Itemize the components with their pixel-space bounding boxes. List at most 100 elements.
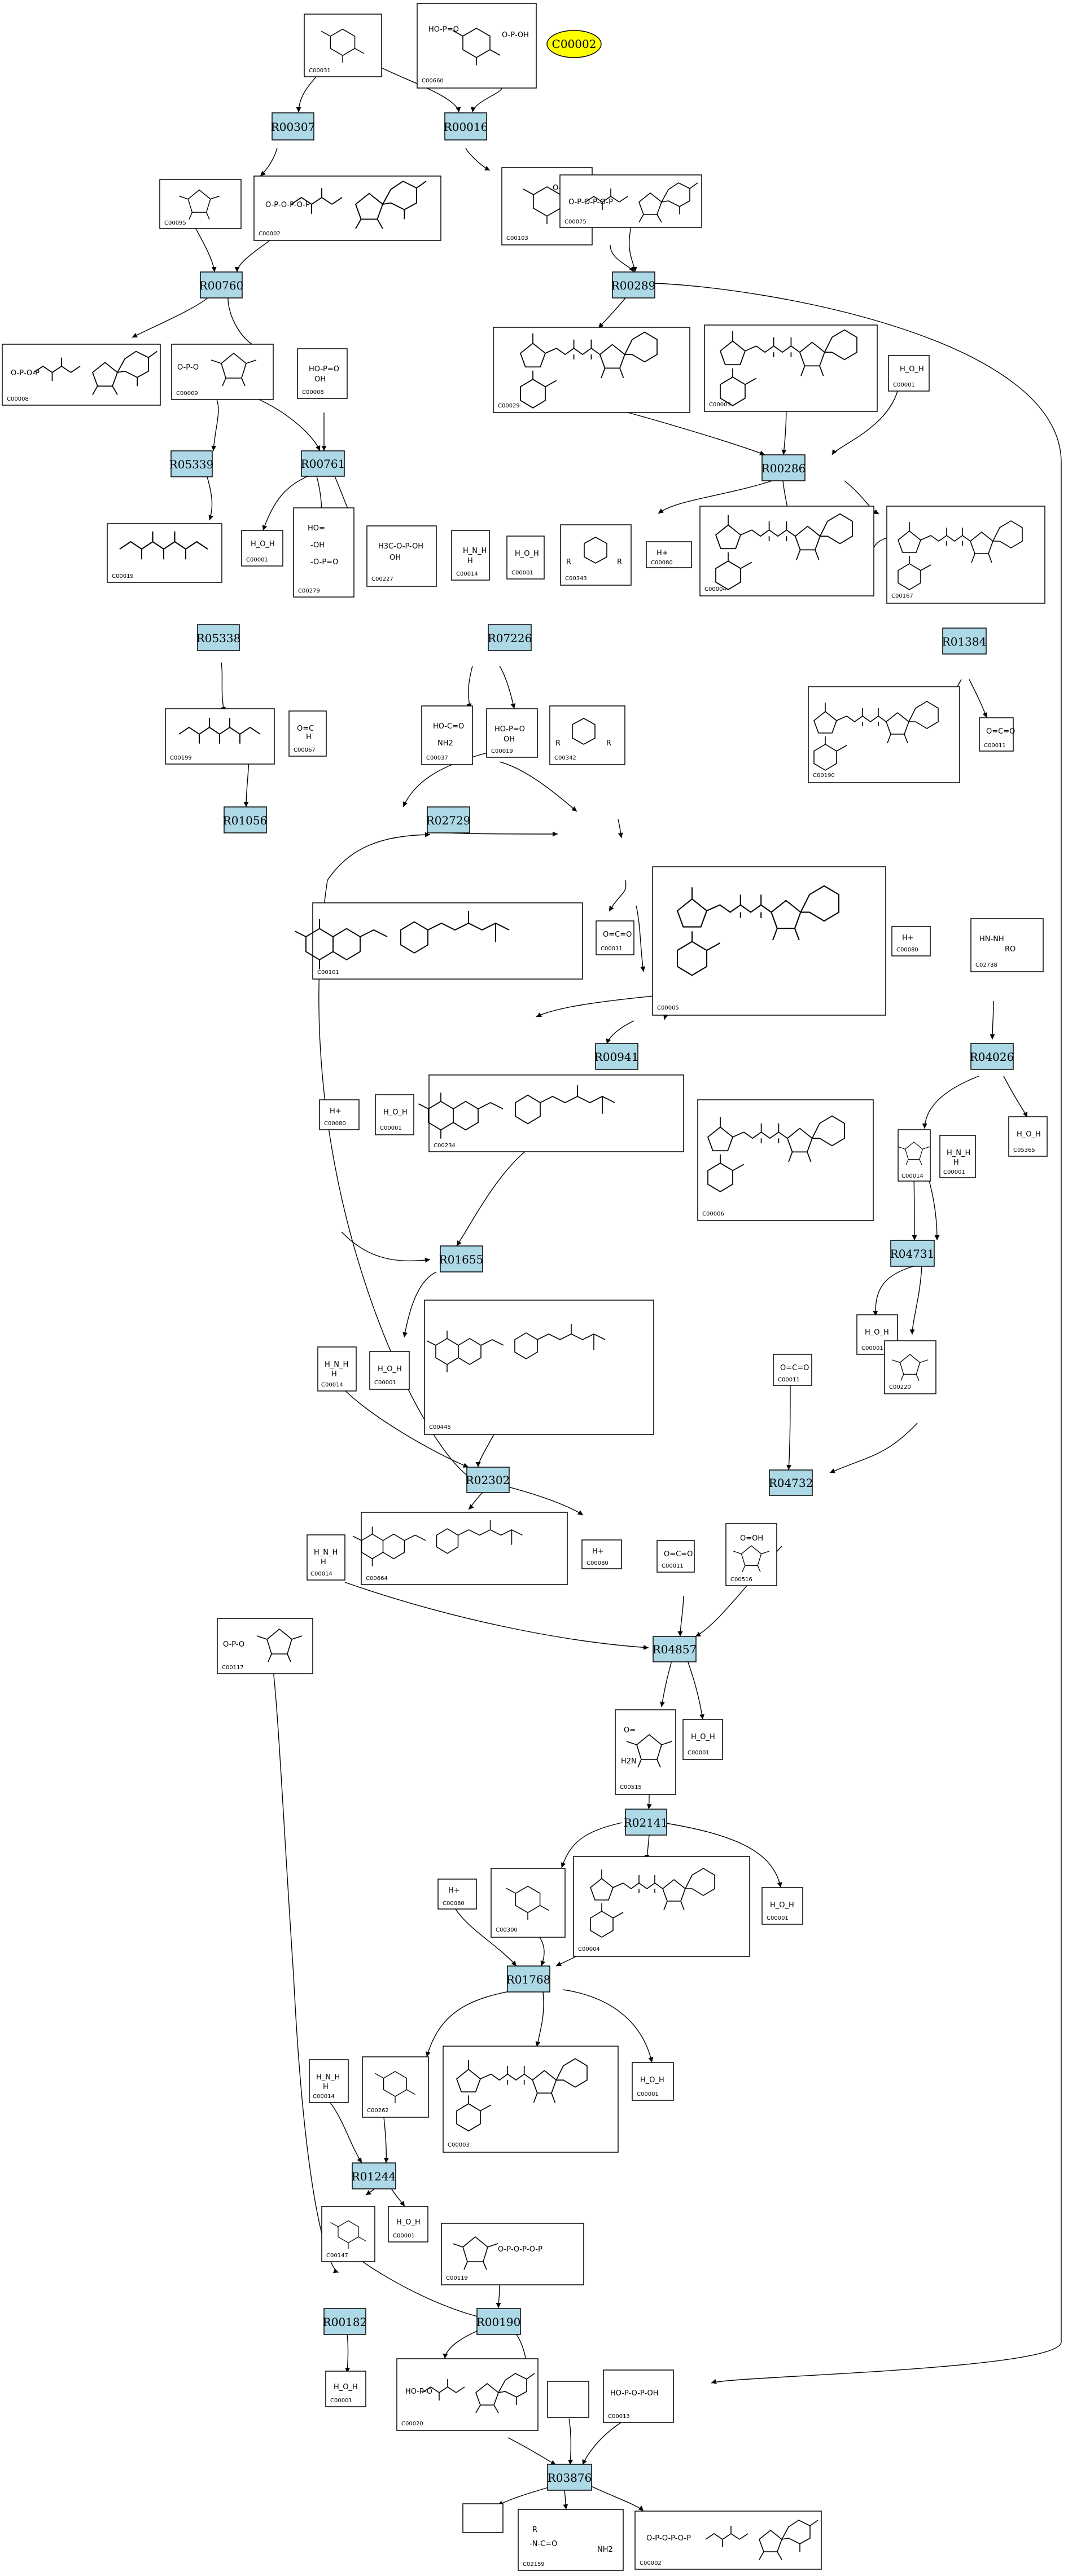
compound-node[interactable]: C00190 [808,686,960,783]
reaction-node[interactable]: R00286 [761,454,806,481]
compound-node[interactable]: C00234 [418,1074,684,1152]
reaction-node[interactable]: R00182 [323,2308,367,2335]
reaction-node[interactable]: R01244 [352,2162,396,2189]
compound-node[interactable]: C00003 [704,324,878,412]
reaction-node[interactable]: R00190 [476,2308,521,2335]
reaction-node[interactable]: R05339 [169,450,214,477]
svg-text:H2N: H2N [621,1757,637,1766]
edge [603,406,765,455]
compound-node[interactable]: H+C00080 [319,1099,360,1130]
compound-node[interactable]: C00029 [493,327,690,413]
compound-node[interactable]: C00445 [424,1300,654,1435]
compound-node[interactable]: C00664 [352,1512,568,1585]
reaction-node[interactable]: R01655 [439,1245,484,1272]
edge [563,1989,654,2063]
compound-node[interactable]: C00003 [443,2046,619,2153]
reaction-node[interactable]: R00760 [199,271,244,299]
reaction-node[interactable]: R03876 [547,2464,592,2491]
reaction-node[interactable]: R00761 [301,450,345,477]
compound-id: C00019 [112,573,134,580]
compound-node[interactable]: C00220 [884,1340,936,1394]
reaction-node[interactable]: R04857 [653,1636,697,1662]
compound-node[interactable]: C00014 [898,1129,931,1182]
reaction-node[interactable]: R02141 [624,1809,668,1836]
reaction-node[interactable]: R04731 [890,1240,935,1267]
compound-node[interactable]: C00300 [491,1868,566,1938]
compound-node[interactable]: C00004 [573,1856,750,1957]
compound-node[interactable]: C00006 [697,1099,874,1221]
reaction-node[interactable]: R04026 [970,1043,1014,1070]
compound-node[interactable]: H+C00080 [891,926,931,956]
compound-node[interactable]: C00167 [886,506,1045,604]
compound-node[interactable]: H+C00080 [437,1879,477,1910]
compound-node[interactable]: H+C00080 [646,541,692,568]
reaction-node[interactable]: R00016 [444,112,488,141]
compound-node[interactable]: C00031 [304,14,382,77]
reaction-node[interactable]: R00307 [271,112,316,141]
compound-node[interactable]: C00019 [107,523,222,583]
compound-node[interactable]: C00262 [362,2056,429,2118]
compound-node[interactable]: C00095 [159,179,242,229]
reaction-node[interactable]: R02302 [466,1467,510,1493]
reaction-node[interactable]: R04732 [769,1469,813,1496]
reaction-node[interactable]: R00941 [594,1043,639,1070]
reaction-node[interactable]: R01056 [223,806,268,833]
compound-node[interactable]: C00101 [294,902,583,980]
reaction-node[interactable]: R05338 [196,624,241,651]
reaction-node[interactable]: R02729 [426,806,471,833]
edge [658,480,773,514]
highlight-compound[interactable]: C00002 [546,30,602,58]
compound-node[interactable]: C00147 [321,2206,375,2262]
compound-node[interactable]: C00004 [699,506,874,596]
reaction-node[interactable]: R01384 [942,627,987,655]
compound-node[interactable]: C00199 [165,708,275,765]
compound-node[interactable]: H+C00080 [581,1539,622,1569]
reaction-node[interactable]: R00289 [611,271,656,299]
reaction-node[interactable]: R07226 [488,624,532,651]
reaction-node[interactable]: R01768 [506,1965,551,1993]
compound-node[interactable]: C00005 [652,866,886,1016]
